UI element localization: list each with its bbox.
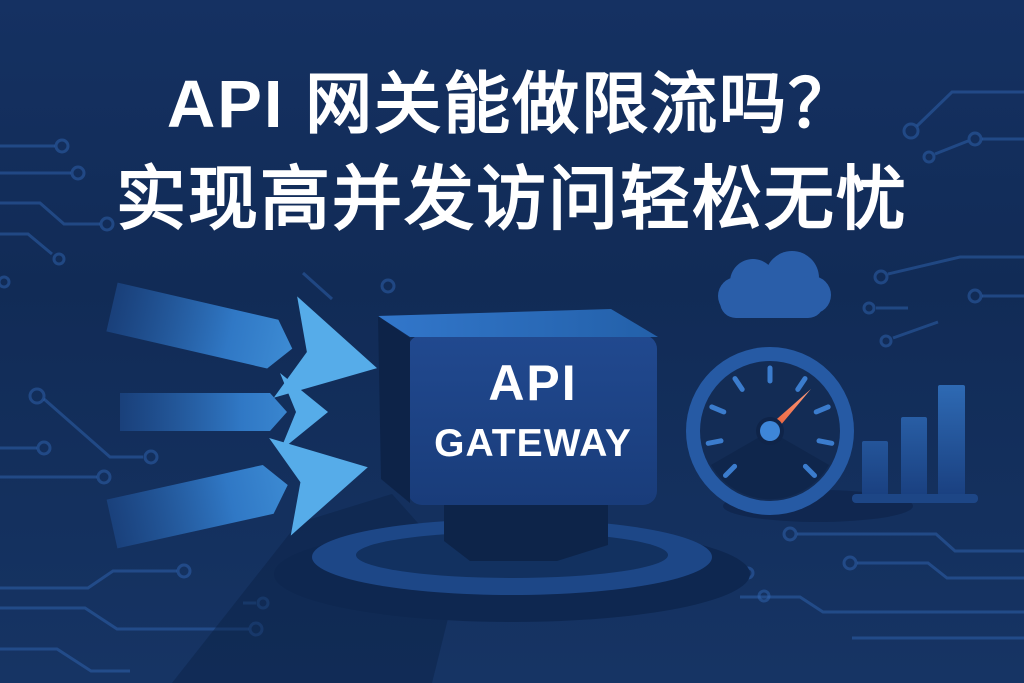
api-gateway-box [378,309,658,505]
gauge-hub [760,421,780,441]
cloud-icon [718,251,831,318]
right-arrow-icon-top [106,282,378,398]
gateway-label-gateway: GATEWAY [434,422,632,465]
platform-base [172,490,913,683]
bar-chart-icon [852,385,978,503]
right-arrow-icon-middle [120,373,328,451]
circuit-pattern [0,90,1024,673]
traffic-arrows [106,282,378,549]
speedometer-icon [686,347,854,515]
title-line-2: 实现高并发访问轻松无忧 [116,160,908,238]
gateway-label-api: API [488,355,578,411]
title-line-1: API 网关能做限流吗？ [166,67,858,142]
gauge-ticks [705,365,835,478]
right-arrow-icon-bottom [106,437,368,549]
pedestal [444,500,608,561]
